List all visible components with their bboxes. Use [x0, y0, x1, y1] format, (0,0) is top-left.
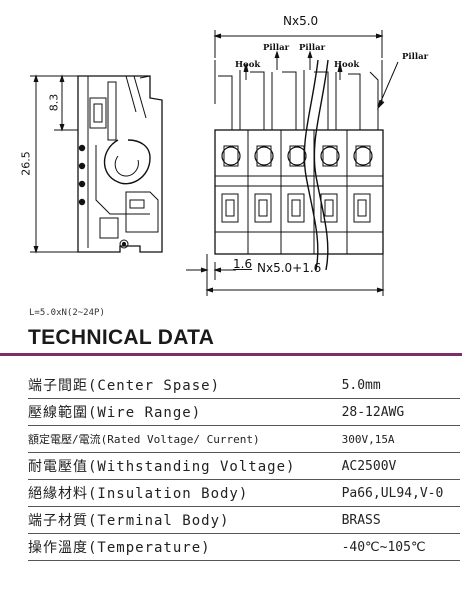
spec-row: 端子間距(Center Spase) 5.0mm — [28, 372, 460, 399]
side-height-label: 26.5 — [19, 151, 33, 176]
spec-label: 額定電壓/電流(Rated Voltage/ Current) — [28, 425, 338, 453]
spec-label: 壓線範圍(Wire Range) — [28, 398, 338, 426]
callout-pillar-1: Pillar — [263, 43, 290, 53]
spec-label: 絕緣材料(Insulation Body) — [28, 479, 338, 507]
spec-label: 端子間距(Center Spase) — [28, 372, 338, 399]
top-dimension-label: Nx5.0 — [283, 14, 319, 28]
spec-value: AC2500V — [337, 452, 460, 480]
spec-row: 操作溫度(Temperature) -40℃~105℃ — [28, 533, 460, 561]
front-view — [213, 30, 399, 271]
callout-hook-left: Hook — [235, 60, 261, 70]
connector-drawing-svg — [30, 30, 399, 296]
bottom-dimensions — [186, 254, 385, 296]
spec-label: 端子材質(Terminal Body) — [28, 506, 338, 534]
side-top-label: 8.3 — [47, 93, 61, 112]
technical-drawing: Nx5.0 26.5 8.3 1.6 Nx5.0+1.6 Hook Pillar… — [0, 0, 470, 300]
spec-row: 額定電壓/電流(Rated Voltage/ Current) 300V,15A — [28, 425, 460, 453]
total-dimension-label: Nx5.0+1.6 — [257, 261, 322, 275]
pitch-dimension-label: 1.6 — [233, 257, 253, 271]
spec-label: 操作溫度(Temperature) — [28, 533, 338, 561]
spec-value: 300V,15A — [337, 425, 460, 453]
section-title: TECHNICAL DATA — [28, 326, 215, 349]
spec-table: 端子間距(Center Spase) 5.0mm 壓線範圍(Wire Range… — [28, 372, 460, 561]
spec-value: 5.0mm — [337, 372, 460, 399]
spec-value: -40℃~105℃ — [337, 533, 460, 561]
pitch-formula: L=5.0xN(2~24P) — [29, 308, 105, 318]
title-underline — [0, 353, 462, 356]
spec-row: 壓線範圍(Wire Range) 28-12AWG — [28, 398, 460, 426]
spec-row: 端子材質(Terminal Body) BRASS — [28, 506, 460, 534]
side-view — [77, 75, 163, 253]
spec-row: 耐電壓值(Withstanding Voltage) AC2500V — [28, 452, 460, 480]
callout-hook-right: Hook — [334, 60, 360, 70]
callout-pillar-right: Pillar — [402, 52, 429, 62]
spec-label: 耐電壓值(Withstanding Voltage) — [28, 452, 338, 480]
spec-value: 28-12AWG — [337, 398, 460, 426]
side-dimensions — [30, 74, 78, 254]
spec-row: 絕緣材料(Insulation Body) Pa66,UL94,V-0 — [28, 479, 460, 507]
spec-value: BRASS — [337, 506, 460, 534]
spec-value: Pa66,UL94,V-0 — [337, 479, 460, 507]
callout-pillar-2: Pillar — [299, 43, 326, 53]
